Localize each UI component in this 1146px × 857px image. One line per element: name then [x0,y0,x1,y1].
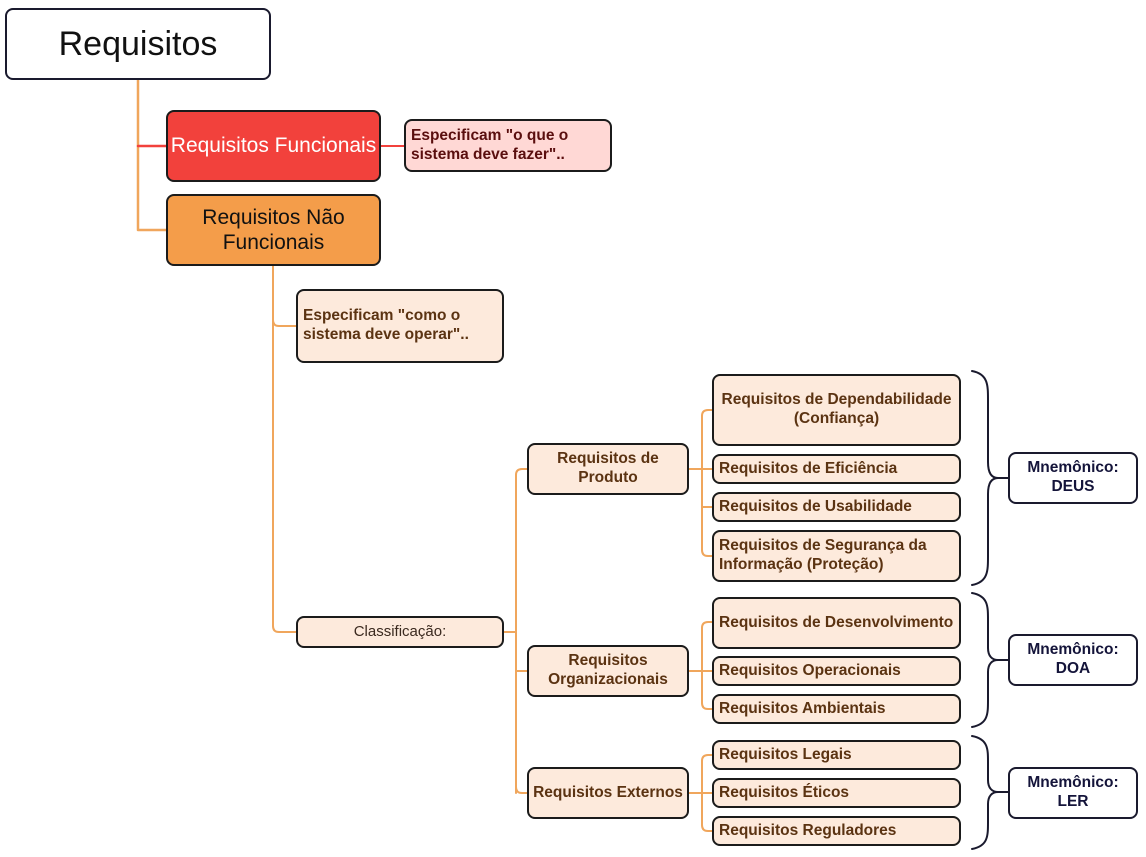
mnemonic-value: DOA [1055,660,1091,677]
classificacao-label: Classificação: [353,623,447,640]
leaf-label: Requisitos Ambientais [719,699,886,717]
note-funcionais[interactable]: Especificam "o que o sistema deve fazer"… [404,119,612,172]
leaf-dependabilidade[interactable]: Requisitos de Dependabilidade (Confiança… [712,374,961,446]
brace-doa [971,592,999,728]
category-label: Requisitos Organizacionais [548,652,668,688]
leaf-label: Requisitos Éticos [719,783,850,801]
leaf-label: Requisitos de Segurança da Informação (P… [719,537,927,573]
connector-rnf-note [272,319,297,327]
node-requisitos-funcionais[interactable]: Requisitos Funcionais [166,110,381,182]
leaf-label: Requisitos Legais [719,745,852,763]
mnemonic-title: Mnemônico: [1027,641,1119,659]
funcionais-note-text: Especificam "o que o sistema deve fazer"… [411,126,569,163]
leaf-label: Requisitos de Usabilidade [719,497,912,515]
mnemonic-deus[interactable]: Mnemônico: DEUS [1008,452,1138,504]
node-requisitos-organizacionais[interactable]: Requisitos Organizacionais [527,645,689,697]
leaf-legais[interactable]: Requisitos Legais [712,740,961,770]
leaf-eficiencia[interactable]: Requisitos de Eficiência [712,454,961,484]
brace-deus [971,370,999,586]
mnemonic-doa[interactable]: Mnemônico: DOA [1008,634,1138,686]
category-label: Requisitos de Produto [557,450,659,486]
connector-rnf [272,265,297,633]
leaf-label: Requisitos de Dependabilidade (Confiança… [721,391,952,427]
mnemonic-ler[interactable]: Mnemônico: LER [1008,767,1138,819]
nao-funcionais-note-text: Especificam "como o sistema deve operar"… [303,307,469,343]
node-requisitos-produto[interactable]: Requisitos de Produto [527,443,689,495]
leaf-seguranca[interactable]: Requisitos de Segurança da Informação (P… [712,530,961,582]
connector-root [136,78,168,232]
leaf-ambientais[interactable]: Requisitos Ambientais [712,694,961,724]
leaf-usabilidade[interactable]: Requisitos de Usabilidade [712,492,961,522]
leaf-label: Requisitos Operacionais [719,661,901,679]
leaf-label: Requisitos de Desenvolvimento [719,613,954,631]
node-requisitos-externos[interactable]: Requisitos Externos [527,767,689,819]
leaf-operacionais[interactable]: Requisitos Operacionais [712,656,961,686]
leaf-desenvolvimento[interactable]: Requisitos de Desenvolvimento [712,597,961,649]
note-nao-funcionais[interactable]: Especificam "como o sistema deve operar"… [296,289,504,363]
mnemonic-value: DEUS [1051,478,1095,495]
brace-ler [971,735,999,850]
node-requisitos-nao-funcionais[interactable]: Requisitos Não Funcionais [166,194,381,266]
leaf-label: Requisitos Reguladores [719,821,897,839]
root-node-requisitos[interactable]: Requisitos [5,8,271,80]
mnemonic-title: Mnemônico: [1027,459,1119,477]
nao-funcionais-label: Requisitos Não Funcionais [202,205,345,254]
leaf-reguladores[interactable]: Requisitos Reguladores [712,816,961,846]
leaf-eticos[interactable]: Requisitos Éticos [712,778,961,808]
root-label: Requisitos [58,24,218,63]
mnemonic-value: LER [1057,793,1089,810]
leaf-label: Requisitos de Eficiência [719,459,898,477]
category-label: Requisitos Externos [533,783,683,801]
node-classificacao[interactable]: Classificação: [296,616,504,648]
mnemonic-title: Mnemônico: [1027,774,1119,792]
funcionais-label: Requisitos Funcionais [170,134,377,158]
